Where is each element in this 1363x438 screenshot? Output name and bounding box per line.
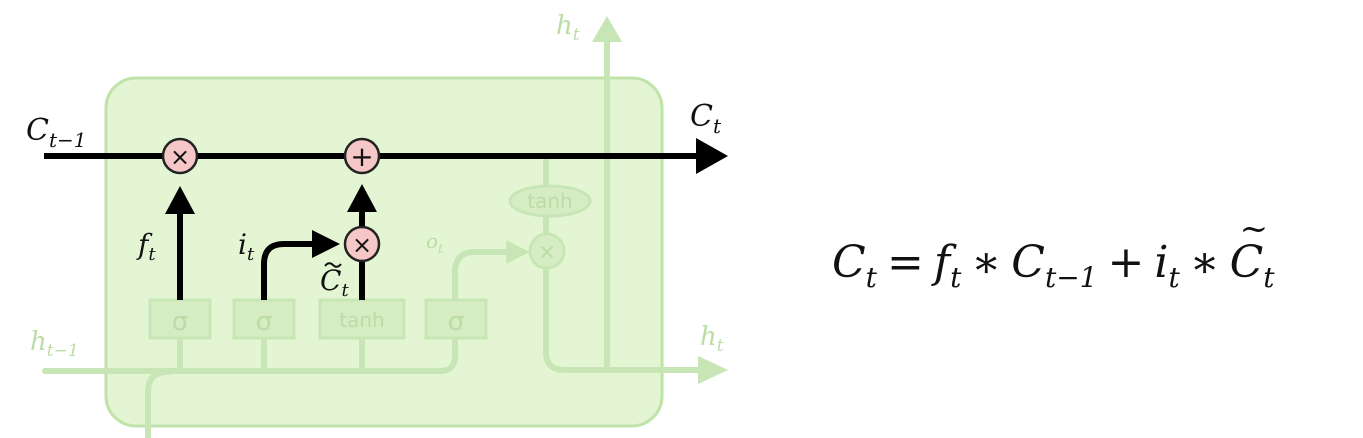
input-arrow-line <box>261 241 316 300</box>
eq-i: i <box>1154 237 1169 288</box>
input-multiply-label: × <box>352 231 372 259</box>
eq-lhs-sub: t <box>865 261 877 294</box>
sigma-1-label: σ <box>172 307 188 337</box>
add-label: + <box>350 140 373 173</box>
input-arrowhead <box>312 230 340 258</box>
eq-times-1: ∗ <box>971 237 1002 288</box>
eq-ctilde-sub: t <box>1263 261 1275 294</box>
eq-ctilde: C <box>1230 194 1268 298</box>
label-ctilde: Ct <box>320 264 349 301</box>
sigma-gate-1 <box>148 298 212 340</box>
eq-i-sub: t <box>1168 261 1180 294</box>
tanh-label: tanh <box>339 308 384 332</box>
eq-c-prev-sub: t−1 <box>1044 261 1098 294</box>
eq-equals: = <box>886 237 924 288</box>
label-c-out: Ct <box>690 99 722 138</box>
cell-state-arrowhead <box>696 138 728 174</box>
tanh-gate <box>318 298 406 340</box>
forget-multiply-circle <box>161 137 199 175</box>
output-multiply-circle <box>528 232 566 270</box>
sigma-2-label: σ <box>256 307 272 337</box>
faded-arrowheads <box>506 16 728 384</box>
label-i: it <box>238 228 255 265</box>
cell-state-equation: Ct=ft∗Ct−1+it∗Ct <box>832 194 1352 298</box>
add-circle <box>343 137 381 175</box>
forget-arrowhead <box>165 186 195 214</box>
eq-lhs: C <box>832 237 866 288</box>
ht-top-arrowhead <box>592 16 622 42</box>
eq-f-sub: t <box>950 261 962 294</box>
tanh-top-ellipse <box>508 184 592 218</box>
sigma-gate-3 <box>424 298 488 340</box>
eq-c-prev: C <box>1011 237 1045 288</box>
faded-gates <box>148 184 592 340</box>
op-circles <box>161 137 381 263</box>
output-multiply-label: × <box>538 240 556 265</box>
ctilde-tilde-mark <box>324 262 342 268</box>
sigma-3-label: σ <box>448 307 464 337</box>
output-arrowhead <box>506 240 530 264</box>
ht-right-arrowhead <box>698 356 728 384</box>
forget-multiply-label: × <box>170 143 190 171</box>
label-c-prev: Ct−1 <box>26 113 87 152</box>
eq-times-2: ∗ <box>1189 237 1220 288</box>
label-h-right: ht <box>700 322 724 356</box>
label-h-top: ht <box>556 11 580 45</box>
tanh-top-label: tanh <box>527 189 572 213</box>
label-h-prev: ht−1 <box>30 327 79 361</box>
input-multiply-circle <box>343 225 381 263</box>
faded-wiring <box>42 37 703 438</box>
eq-f: f <box>933 237 951 288</box>
label-o: ot <box>426 229 444 257</box>
update-arrowhead <box>347 184 377 212</box>
eq-plus: + <box>1107 237 1145 288</box>
